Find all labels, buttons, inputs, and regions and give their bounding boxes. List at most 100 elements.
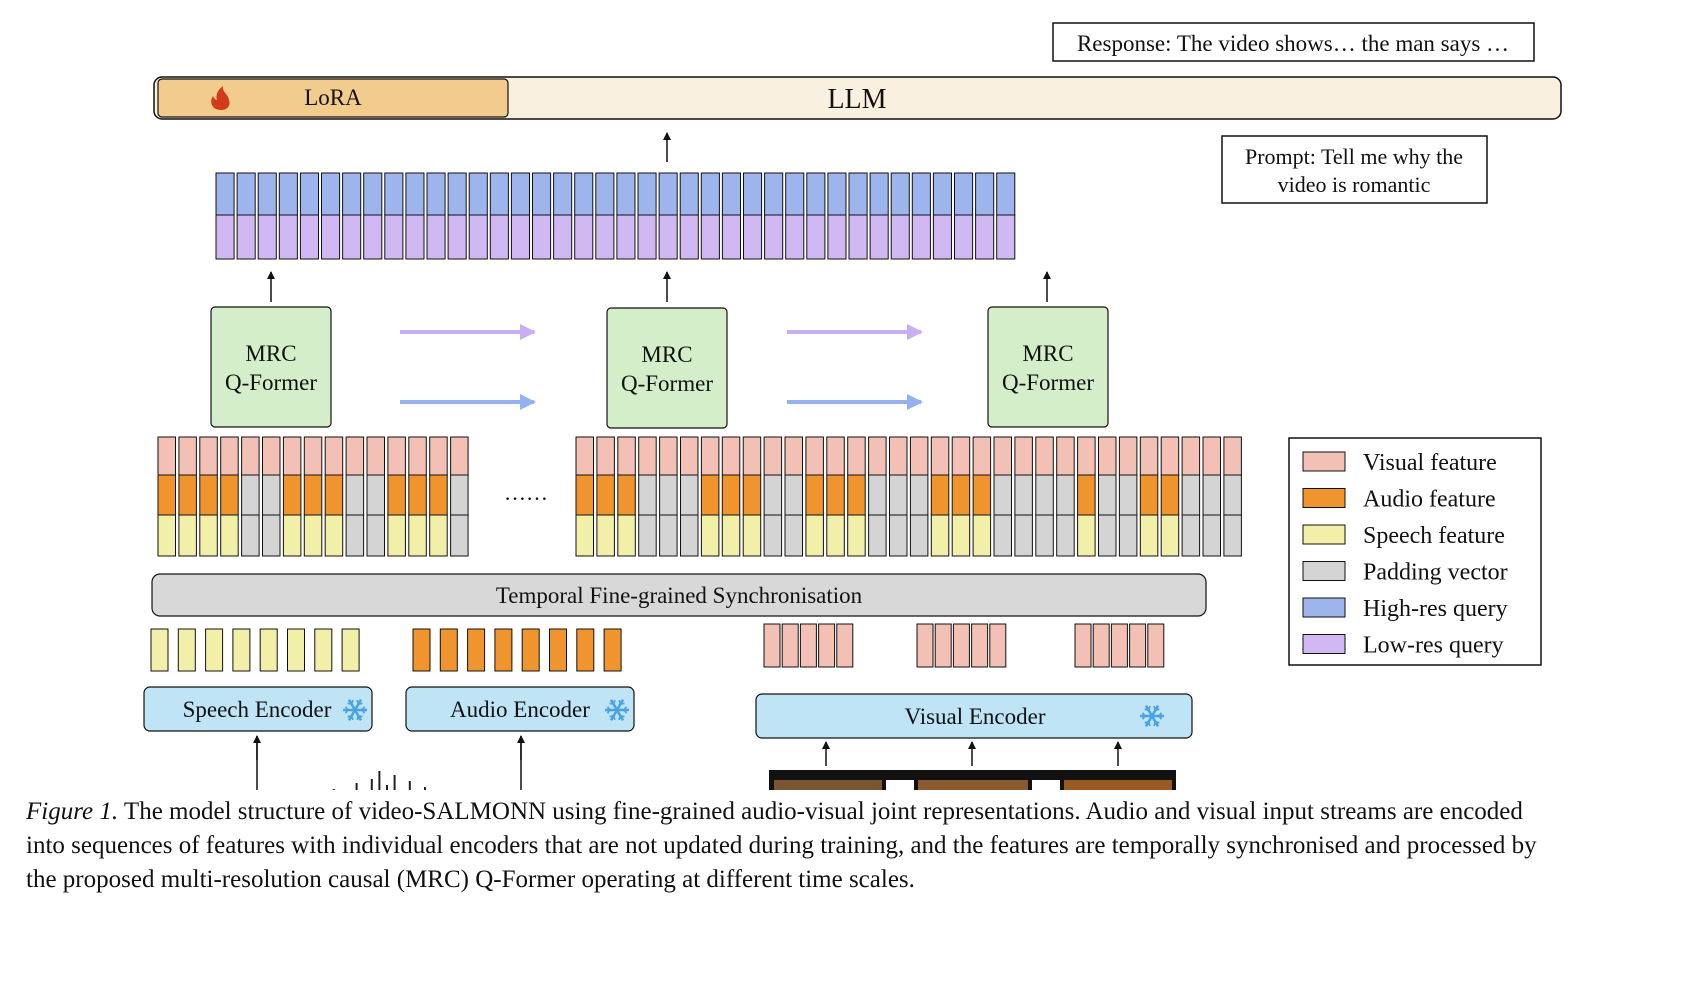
speech-encoder-label: Speech Encoder bbox=[183, 697, 332, 722]
audio-feature-token bbox=[324, 474, 344, 516]
low-res-query-token bbox=[426, 214, 446, 260]
visual-feature-token bbox=[345, 436, 365, 476]
visual-feature-token bbox=[450, 436, 469, 476]
padding-token bbox=[1223, 474, 1242, 516]
low-res-query-token bbox=[532, 214, 552, 260]
visual-feature-token bbox=[178, 436, 197, 476]
visual-feature-token bbox=[1139, 436, 1159, 476]
visual-feature-token bbox=[889, 436, 908, 476]
low-res-query-token bbox=[827, 214, 847, 260]
low-res-query-token bbox=[911, 214, 931, 260]
padding-token bbox=[345, 514, 365, 557]
audio-encoder-token bbox=[494, 628, 513, 672]
visual-feature-token bbox=[993, 436, 1012, 476]
prompt-box: Prompt: Tell me why the video is romanti… bbox=[1221, 135, 1488, 204]
padding-token bbox=[241, 514, 260, 557]
visual-feature-token bbox=[408, 436, 427, 476]
high-res-query-token bbox=[911, 172, 931, 216]
speech-feature-token bbox=[721, 514, 741, 557]
low-res-query-token bbox=[616, 214, 636, 260]
visual-feature-token bbox=[805, 436, 824, 476]
speech-feature-token bbox=[596, 514, 615, 557]
audio-feature-token bbox=[157, 474, 176, 516]
visual-feature-token bbox=[324, 436, 344, 476]
speech-encoder-token bbox=[314, 628, 333, 672]
audio-feature-token bbox=[930, 474, 950, 516]
llm-block: LoRA LLM bbox=[153, 76, 1562, 120]
architecture-diagram: Response: The video shows… the man says … bbox=[143, 22, 1562, 790]
padding-token bbox=[889, 474, 908, 516]
audio-feature-token bbox=[596, 474, 615, 516]
high-res-query-token bbox=[743, 172, 763, 216]
padding-token bbox=[659, 474, 678, 516]
high-res-query-token bbox=[405, 172, 425, 216]
speech-feature-token bbox=[303, 514, 323, 557]
visual-feature-token bbox=[262, 436, 281, 476]
padding-token bbox=[638, 474, 657, 516]
speech-feature-token bbox=[1077, 514, 1096, 557]
speech-feature-token bbox=[429, 514, 448, 557]
speech-encoder-token bbox=[177, 628, 196, 672]
visual-feature-token bbox=[303, 436, 323, 476]
visual-feature-token bbox=[1202, 436, 1221, 476]
visual-feature-token bbox=[909, 436, 929, 476]
low-res-query-token bbox=[848, 214, 868, 260]
visual-encoder: Visual Encoder bbox=[755, 693, 1193, 739]
high-res-query-token bbox=[553, 172, 573, 216]
audio-feature-token bbox=[951, 474, 971, 516]
high-res-query-token bbox=[616, 172, 636, 216]
visual-feature-token bbox=[1056, 436, 1075, 476]
audio-feature-token bbox=[220, 474, 239, 516]
high-res-query-token bbox=[321, 172, 341, 216]
high-res-query-token bbox=[785, 172, 805, 216]
padding-token bbox=[450, 474, 469, 516]
padding-token bbox=[680, 474, 699, 516]
visual-encoder-label: Visual Encoder bbox=[904, 704, 1045, 729]
visual-encoder-token bbox=[763, 623, 781, 668]
speech-encoder-token bbox=[232, 628, 251, 672]
audio-feature-token bbox=[199, 474, 218, 516]
high-res-query-token bbox=[954, 172, 974, 216]
padding-token bbox=[784, 514, 803, 557]
audio-encoder-label: Audio Encoder bbox=[450, 697, 590, 722]
speech-feature-token bbox=[199, 514, 218, 557]
low-res-query-token bbox=[405, 214, 425, 260]
snowflake-icon bbox=[1140, 704, 1164, 728]
visual-feature-token bbox=[596, 436, 615, 476]
audio-feature-token bbox=[742, 474, 762, 516]
visual-encoder-token bbox=[1129, 623, 1147, 668]
padding-token bbox=[1014, 474, 1033, 516]
low-res-query-token bbox=[215, 214, 235, 260]
visual-feature-token bbox=[387, 436, 406, 476]
visual-feature-token bbox=[366, 436, 385, 476]
low-res-query-token bbox=[975, 214, 995, 260]
low-res-query-token bbox=[447, 214, 467, 260]
padding-token bbox=[993, 514, 1012, 557]
low-res-query-token bbox=[257, 214, 277, 260]
visual-feature-token bbox=[638, 436, 657, 476]
visual-feature-token bbox=[1223, 436, 1242, 476]
high-res-query-token bbox=[996, 172, 1016, 216]
response-box: Response: The video shows… the man says … bbox=[1052, 22, 1535, 62]
padding-token bbox=[450, 514, 469, 557]
audio-feature-token bbox=[805, 474, 824, 516]
high-res-query-token bbox=[426, 172, 446, 216]
figure-caption: Figure 1. The model structure of video-S… bbox=[26, 795, 1551, 897]
low-res-query-token bbox=[595, 214, 615, 260]
speech-feature-token bbox=[972, 514, 992, 557]
visual-feature-token bbox=[700, 436, 720, 476]
visual-feature-token bbox=[1118, 436, 1138, 476]
visual-encoder-token bbox=[1074, 623, 1092, 668]
padding-token bbox=[1014, 514, 1033, 557]
high-res-query-token bbox=[342, 172, 362, 216]
speech-feature-token bbox=[178, 514, 197, 557]
ellipsis: …… bbox=[504, 480, 548, 505]
high-res-query-token bbox=[658, 172, 678, 216]
padding-token bbox=[763, 474, 783, 516]
audio-encoder: Audio Encoder bbox=[405, 686, 635, 732]
padding-token bbox=[763, 514, 783, 557]
high-res-query-token bbox=[299, 172, 319, 216]
padding-token bbox=[366, 474, 385, 516]
high-res-query-token bbox=[363, 172, 383, 216]
